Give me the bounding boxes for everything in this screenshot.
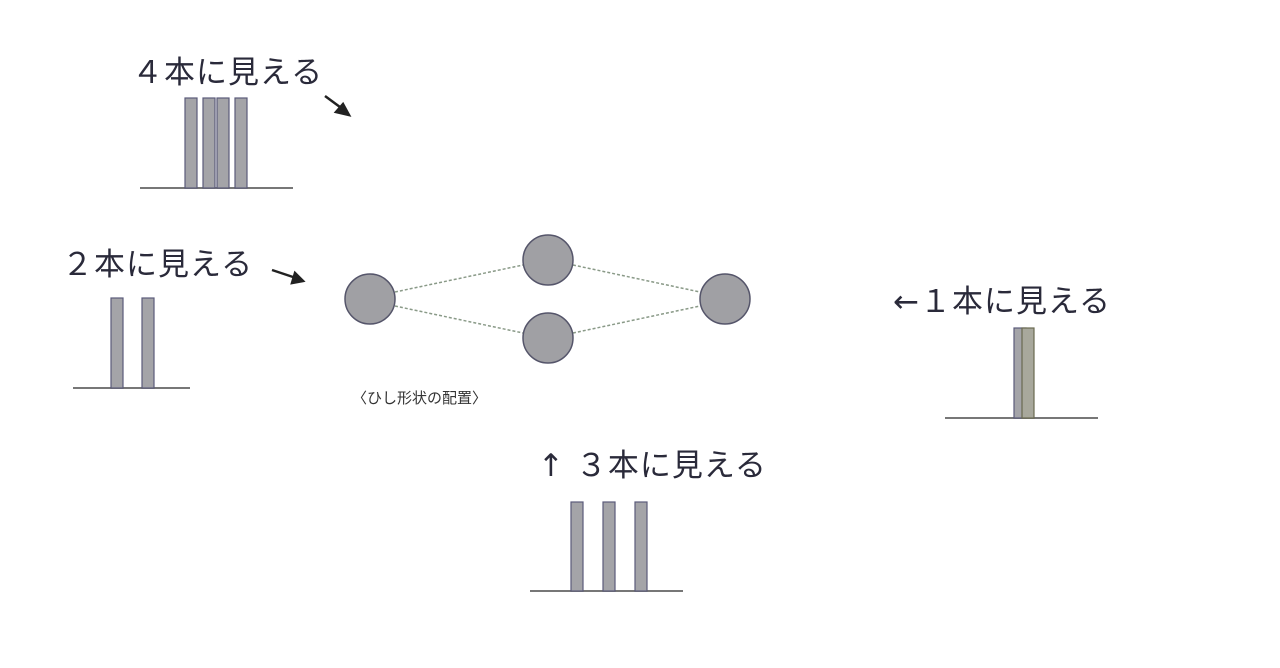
label-view-4: ４本に見える xyxy=(132,55,324,91)
arrow-icons xyxy=(271,94,352,285)
bars-group-4 xyxy=(140,97,293,189)
node-bottom xyxy=(522,312,574,364)
label-view-3: ↑ ３本に見える xyxy=(538,448,767,484)
label-view-1: ←１本に見える xyxy=(893,284,1112,320)
arrow-right-icon xyxy=(271,268,297,280)
bars-group-2 xyxy=(73,297,190,389)
node-left xyxy=(344,273,396,325)
diagram-caption: 〈ひし形状の配置〉 xyxy=(352,389,488,407)
diamond-nodes xyxy=(344,234,751,364)
bars-group-1 xyxy=(945,327,1098,419)
diamond-edges xyxy=(394,264,701,334)
node-right xyxy=(699,273,751,325)
bars-group-3 xyxy=(530,501,683,592)
node-top xyxy=(522,234,574,286)
label-view-2: ２本に見える xyxy=(62,247,254,283)
